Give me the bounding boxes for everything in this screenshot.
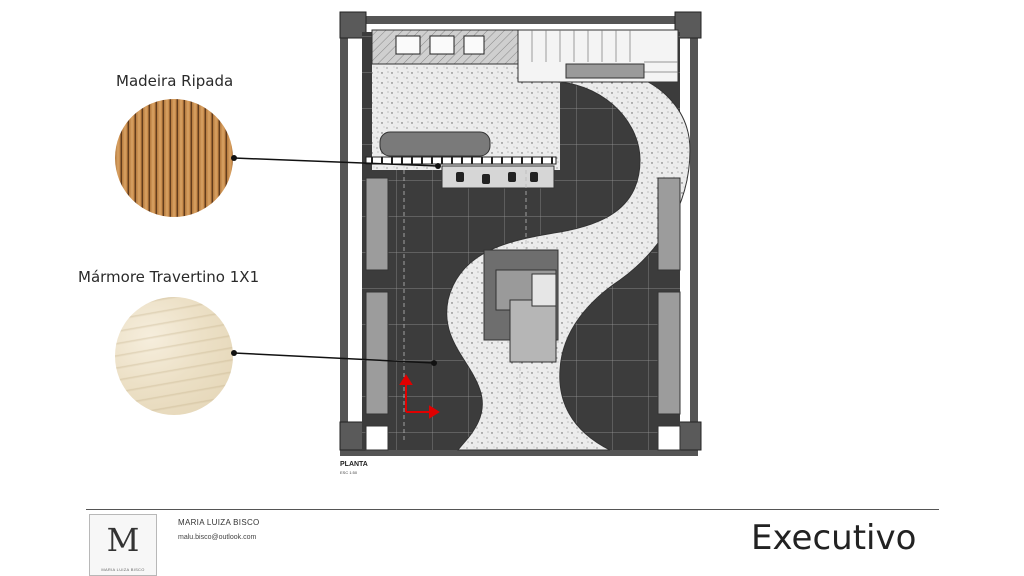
left-shelf-lower	[365, 291, 389, 415]
material-label-madeira: Madeira Ripada	[116, 72, 234, 90]
footer-divider	[86, 509, 939, 510]
lounge-bench	[379, 131, 491, 157]
callout-line-marble	[233, 352, 435, 364]
display-island-light	[531, 273, 557, 307]
right-shelf-upper	[657, 177, 681, 271]
sink-1	[395, 35, 421, 55]
dashed-guides	[403, 170, 527, 440]
section-title: Executivo	[751, 518, 917, 558]
material-label-marmore: Mármore Travertino 1X1	[78, 268, 260, 286]
right-shelf-lower	[657, 291, 681, 415]
floor-plan-drawing: PLANTA ESC 1:50	[231, 11, 702, 475]
stair-steps	[531, 30, 678, 73]
plan-scale: ESC 1:50	[340, 470, 358, 475]
axis-arrows	[399, 374, 440, 419]
stool-3	[508, 172, 516, 182]
plan-title: PLANTA	[340, 461, 368, 468]
sink-2	[429, 35, 455, 55]
callout-dot-wood-end	[435, 163, 441, 169]
left-shelf-upper	[365, 177, 389, 271]
author-email: malu.bisco@outlook.com	[178, 534, 257, 541]
sink-3	[463, 35, 485, 55]
wood-slat-swatch	[115, 99, 233, 217]
stool-2	[482, 174, 490, 184]
travertine-marble-swatch	[115, 297, 233, 415]
door-left	[365, 425, 389, 451]
logo-letter: M	[106, 521, 140, 559]
callout-dot-wood-start	[231, 155, 237, 161]
outer-wall	[340, 16, 698, 456]
callout-dot-marble-start	[231, 350, 237, 356]
author-name: MARIA LUIZA BISCO	[178, 518, 260, 527]
corner-column-bl	[339, 421, 367, 451]
display-island-block	[509, 299, 557, 363]
stool-4	[530, 172, 538, 182]
door-right	[657, 425, 681, 451]
callout-dot-marble-end	[431, 360, 437, 366]
logo-subtitle: MARIA LUIZA BISCO	[101, 567, 145, 572]
stair-landing	[565, 63, 645, 79]
stool-1	[456, 172, 464, 182]
callout-line-wood	[233, 157, 439, 167]
corner-column-tl	[339, 11, 367, 39]
brand-logo: M MARIA LUIZA BISCO	[89, 514, 157, 576]
